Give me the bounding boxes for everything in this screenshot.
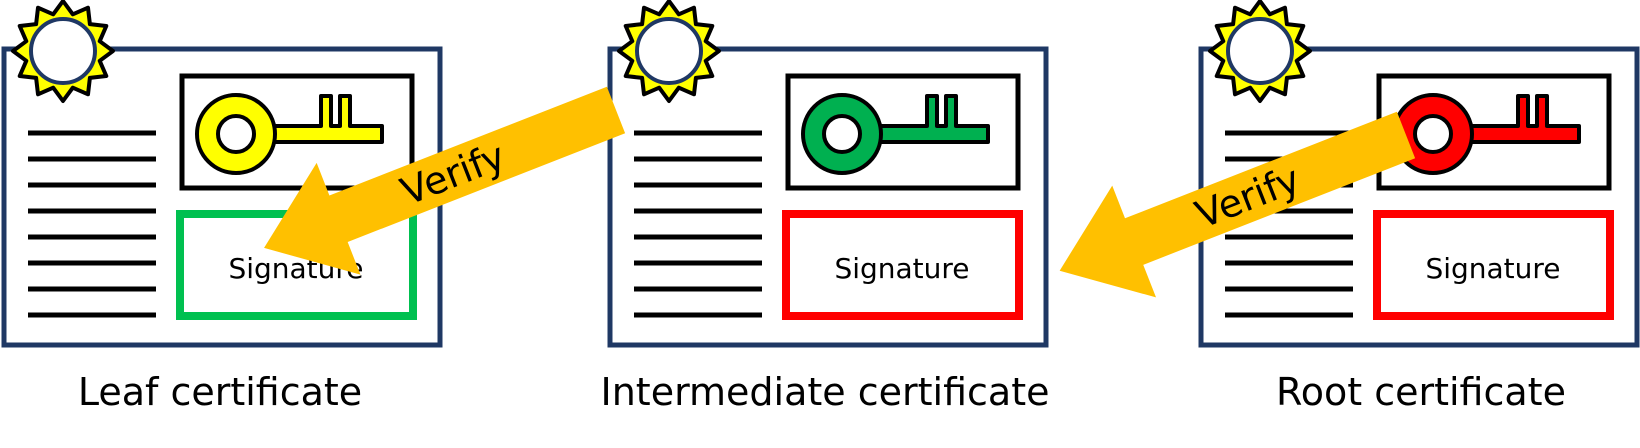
seal-icon: [1208, 0, 1312, 103]
text-lines: [28, 130, 156, 318]
seal-icon: [617, 0, 721, 103]
signature-box: [782, 210, 1023, 320]
key-icon: [800, 93, 990, 175]
key-shaft: [265, 94, 384, 144]
key-icon: [194, 93, 384, 175]
key-shaft: [1462, 94, 1581, 144]
certificate-caption: Leaf certificate: [78, 370, 362, 414]
certificate-caption: Root certificate: [1276, 370, 1566, 414]
signature-box: [1373, 210, 1614, 320]
key-bow: [800, 93, 884, 175]
arrow-shape: [264, 86, 626, 275]
intermediate-certificate: Signature Intermediate certificate: [601, 0, 1050, 414]
seal-icon: [11, 0, 115, 103]
signature-label: Signature: [1425, 252, 1560, 285]
certificate-caption: Intermediate certificate: [601, 370, 1050, 414]
text-lines: [634, 130, 762, 318]
seal-circle: [29, 17, 97, 85]
root-certificate: Signature Root certificate: [1198, 0, 1640, 414]
key-bow: [194, 93, 278, 175]
seal-circle: [1226, 17, 1294, 85]
seal-circle: [635, 17, 703, 85]
arrow-shape: [1059, 111, 1416, 298]
key-icon: [1391, 93, 1581, 175]
signature-label: Signature: [834, 252, 969, 285]
leaf-certificate: Signature Leaf certificate: [1, 0, 443, 414]
key-shaft: [871, 94, 990, 144]
